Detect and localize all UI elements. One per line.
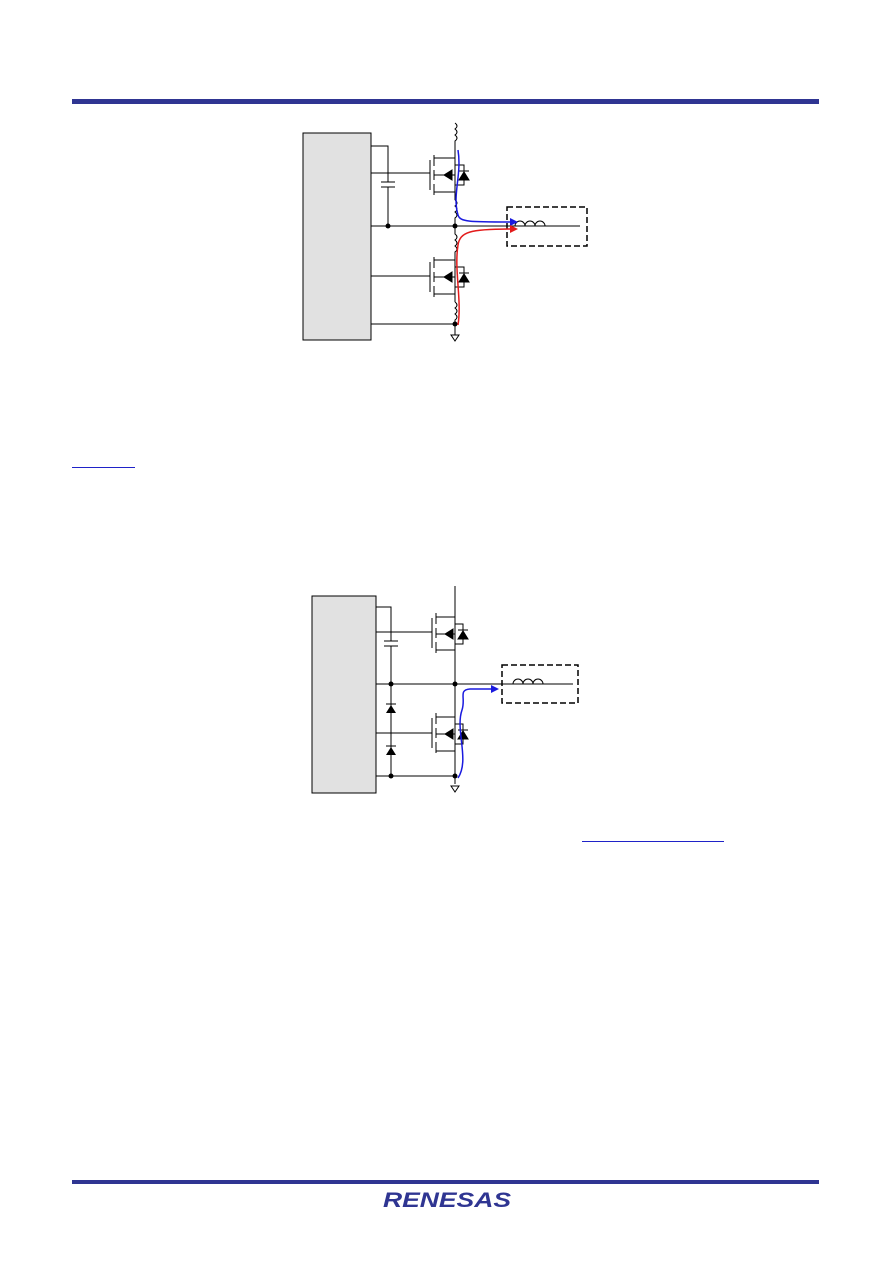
load-inductor-icon: [512, 678, 544, 685]
current-path-blue: [457, 688, 491, 779]
high-side-mosfet: [429, 148, 470, 200]
load-dashed-box: [506, 206, 588, 247]
arrow-icon: [491, 685, 499, 693]
figure-2-schematic: [311, 586, 579, 794]
clamp-diode-lower: [386, 745, 396, 755]
arrow-icon: [510, 218, 518, 226]
figure-1-schematic: [302, 122, 588, 342]
ground-node: [388, 773, 394, 779]
arrow-icon: [510, 225, 518, 233]
high-side-mosfet: [431, 586, 469, 684]
renesas-logo: RENESAS: [383, 1189, 511, 1212]
footer-rule: [72, 1180, 819, 1184]
switch-node: [385, 223, 391, 229]
driver-ic-block: [311, 595, 377, 794]
current-path-blue: [455, 149, 511, 223]
low-side-mosfet: [429, 257, 470, 302]
reference-link-1[interactable]: [72, 467, 135, 468]
bootstrap-capacitor: [371, 145, 395, 226]
bootstrap-capacitor: [376, 606, 398, 684]
switch-node: [388, 681, 394, 687]
driver-ic-block: [302, 132, 372, 341]
svg-text:RENESAS: RENESAS: [383, 1189, 511, 1212]
bottom-parasitic-inductance: [454, 301, 458, 335]
current-path-red: [456, 228, 511, 326]
load-dashed-box: [501, 664, 579, 704]
ground-icon: [450, 785, 460, 793]
low-side-mosfet: [431, 684, 469, 784]
header-rule: [72, 99, 819, 104]
top-parasitic-inductance: [454, 122, 458, 148]
reference-link-2[interactable]: [582, 841, 724, 842]
ground-icon: [450, 334, 460, 342]
load-inductor-icon: [514, 220, 546, 227]
clamp-diode-upper: [386, 703, 396, 713]
